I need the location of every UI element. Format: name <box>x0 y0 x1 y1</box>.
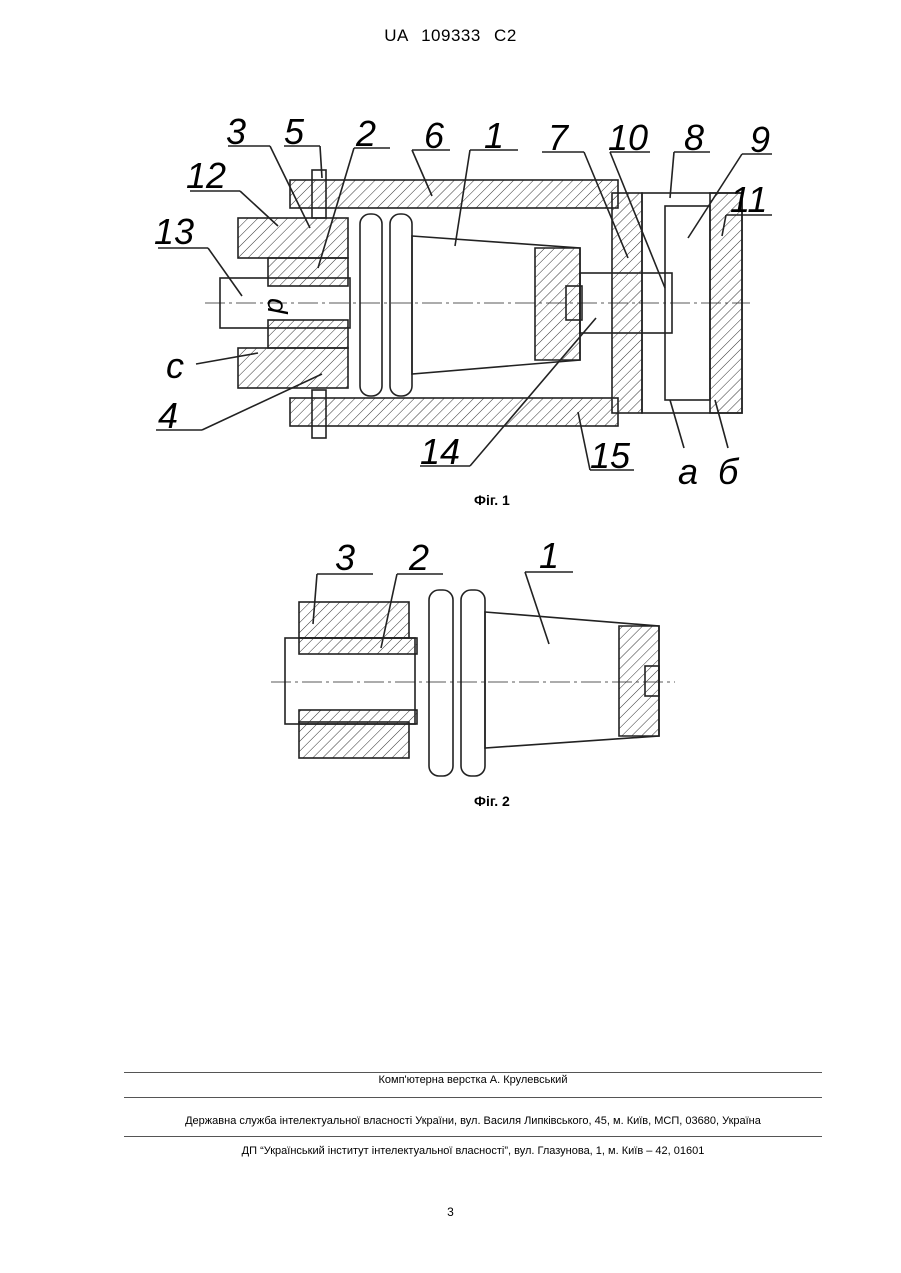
fig1-label-9: 9 <box>750 119 770 160</box>
agency-address: Державна служба інтелектуальної власност… <box>124 1115 822 1127</box>
fig2-label-2: 2 <box>408 540 429 578</box>
fig1-label-5: 5 <box>284 111 305 152</box>
fig1-label-13: 13 <box>154 211 194 252</box>
fig1-label-2: 2 <box>355 113 376 154</box>
fig1-label-d: d <box>262 298 293 315</box>
fig1-label-b: б <box>718 451 740 492</box>
institute-address: ДП “Український інститут інтелектуальної… <box>124 1145 822 1157</box>
footer-rule-top <box>124 1072 822 1073</box>
page-number: 3 <box>0 1205 901 1219</box>
fig1-label-15: 15 <box>590 435 631 476</box>
fig1-label-11: 11 <box>730 179 767 220</box>
footer-rule-bottom <box>124 1136 822 1137</box>
figure-1-caption: Фіг. 1 <box>474 492 510 508</box>
fig1-label-8: 8 <box>684 117 704 158</box>
fig1-label-12: 12 <box>186 155 226 196</box>
footer-rule-middle <box>124 1097 822 1098</box>
fig1-label-14: 14 <box>420 431 460 472</box>
fig2-label-1: 1 <box>539 540 559 576</box>
fig1-label-4: 4 <box>158 395 178 436</box>
fig1-label-10: 10 <box>608 117 648 158</box>
figure-1-drawing: 3 5 2 6 1 7 10 8 9 12 11 13 d c 4 14 15 … <box>150 108 772 512</box>
fig2-label-3: 3 <box>335 540 355 578</box>
fig1-label-a: а <box>678 451 698 492</box>
figure-2-caption: Фіг. 2 <box>474 793 510 809</box>
patent-number-header: UA 109333 C2 <box>0 26 901 46</box>
fig1-label-1: 1 <box>484 115 504 156</box>
figure-2-drawing: 3 2 1 <box>263 540 688 820</box>
fig1-label-6: 6 <box>424 115 445 156</box>
layout-credit: Комп'ютерна верстка А. Крулевський <box>124 1074 822 1086</box>
fig1-label-c: c <box>166 345 184 386</box>
fig1-label-7: 7 <box>548 117 570 158</box>
fig1-label-3: 3 <box>226 111 246 152</box>
